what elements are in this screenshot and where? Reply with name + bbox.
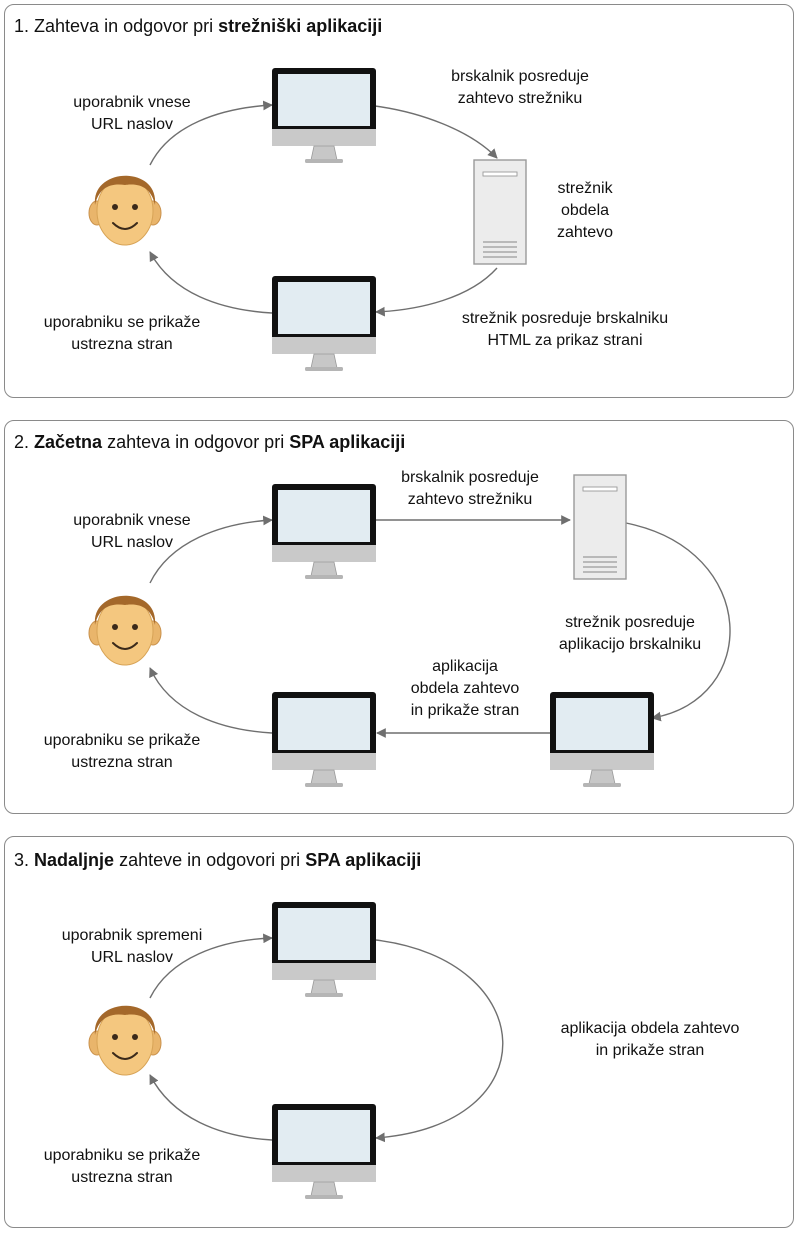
user-face-icon: [88, 1004, 162, 1076]
server-icon: [573, 474, 627, 580]
panel1-title: 1. Zahteva in odgovor pri strežniški apl…: [14, 16, 383, 36]
server-icon: [473, 159, 527, 265]
monitor-icon: [271, 275, 377, 372]
panel2-title: 2. Začetna zahteva in odgovor pri SPA ap…: [14, 432, 406, 452]
monitor-icon: [271, 483, 377, 580]
user-face-icon: [88, 174, 162, 246]
monitor-icon: [271, 901, 377, 998]
user-face-icon: [88, 594, 162, 666]
monitor-icon: [271, 691, 377, 788]
monitor-icon: [549, 691, 655, 788]
panel3-title: 3. Nadaljnje zahteve in odgovori pri SPA…: [14, 850, 422, 870]
monitor-icon: [271, 67, 377, 164]
monitor-icon: [271, 1103, 377, 1200]
